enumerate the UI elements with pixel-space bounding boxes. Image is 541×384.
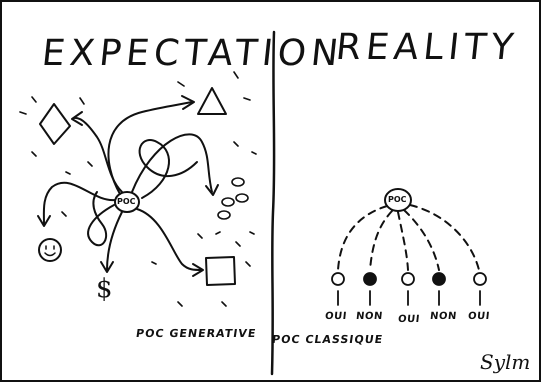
outcome-node-3 [401,272,415,286]
outcome-node-5 [473,272,487,286]
poc-generative-caption: POC GENERATIVE [135,327,258,340]
outcome-node-2 [363,272,377,286]
arrow-to-dollar [106,211,123,271]
smiley-face-icon [38,238,62,262]
dashed-branches [337,204,480,271]
left-poc-label: POC [117,197,136,206]
figure-eight-scribble [87,191,115,247]
outcome-node-4 [432,272,446,286]
square-shape [205,256,236,286]
arrow-to-smiley [42,181,116,225]
answer-1: OUI [324,311,348,322]
center-divider [270,30,276,376]
triangle-shape [197,87,227,115]
diamond-shape [39,103,71,145]
reality-title: REALITY [333,27,521,68]
answer-4: NON [429,311,458,322]
outcome-node-1 [331,272,345,286]
dots-cluster [217,177,249,220]
outcome-nodes [331,272,487,286]
arrow-to-diamond [73,116,123,193]
expectation-diagram [19,71,257,307]
loop-scribble [138,139,198,199]
answer-5: OUI [467,311,491,322]
answer-3: OUI [397,314,421,325]
outcome-stems [337,290,481,306]
expectation-title: EXPECTATION [39,33,346,74]
arrow-to-triangle [107,101,193,195]
right-poc-label: POC [388,195,407,204]
left-poc-hub [114,191,140,213]
artist-signature: Sylm [480,350,531,374]
poc-classique-caption: POC CLASSIQUE [271,333,385,346]
arrow-to-square [136,208,203,271]
motion-dashes [19,71,257,307]
dollar-sign: $ [96,274,113,304]
reality-diagram [331,188,487,306]
answer-2: NON [355,311,384,322]
arrow-to-dots [131,133,213,193]
